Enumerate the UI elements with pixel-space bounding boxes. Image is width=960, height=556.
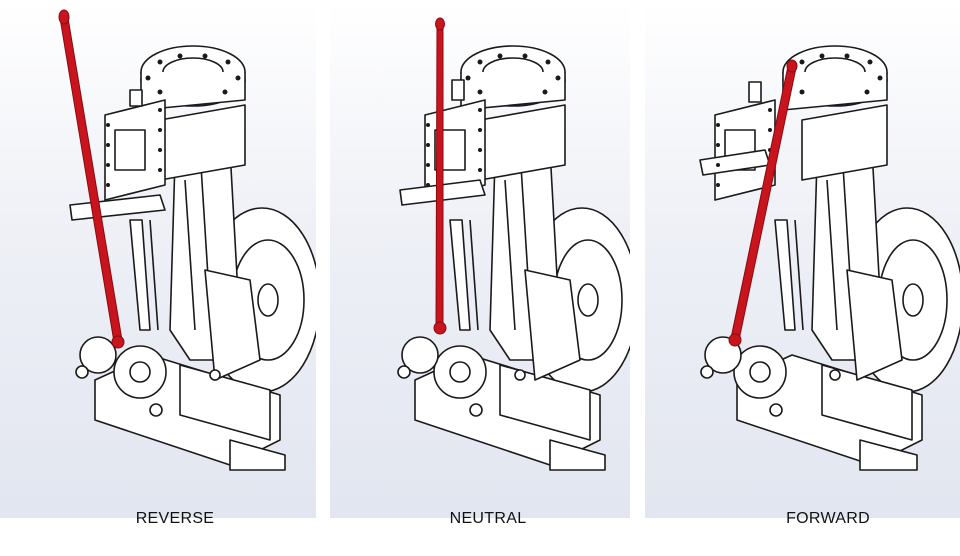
engine-drawing-neutral [330,0,630,518]
caption-forward: FORWARD [786,510,870,527]
caption-reverse: REVERSE [135,510,215,527]
reverse-lever [58,9,125,349]
forward-lever [728,59,798,347]
neutral-lever [433,17,447,335]
panel-forward [645,0,960,518]
panel-neutral [330,0,630,518]
engine-drawing-reverse [0,0,316,518]
engine-drawing-forward [645,0,960,518]
panel-reverse [0,0,316,518]
caption-neutral: NEUTRAL [449,510,527,527]
